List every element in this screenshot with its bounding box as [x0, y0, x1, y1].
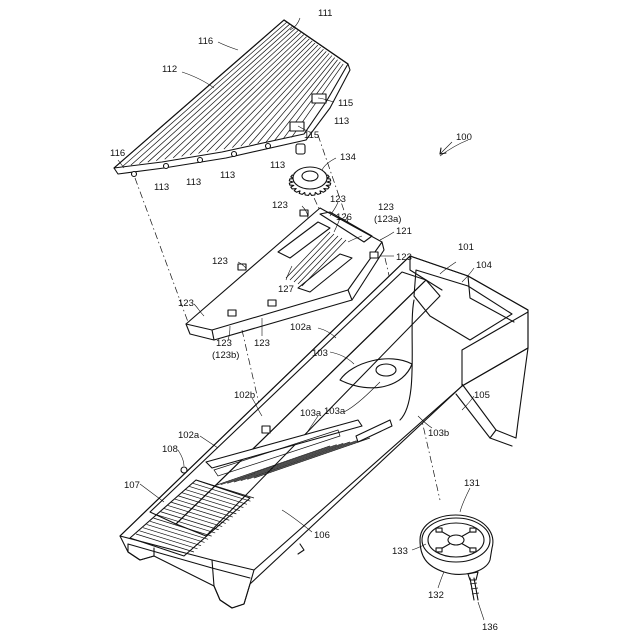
label-134: 134: [340, 152, 356, 163]
label-100: 100: [456, 132, 472, 143]
label-123-7: 123: [254, 338, 270, 349]
label-107: 107: [124, 480, 140, 491]
label-102a-top: 102a: [290, 322, 312, 333]
label-105: 105: [474, 390, 490, 401]
label-123-6: 123: [178, 298, 194, 309]
gear-134: [289, 144, 330, 195]
label-116-top: 116: [198, 36, 213, 47]
label-101: 101: [458, 242, 474, 253]
label-127: 127: [278, 284, 294, 295]
label-103: 103: [312, 348, 328, 359]
label-123-4: 123: [396, 252, 412, 263]
label-121: 121: [396, 226, 412, 237]
top-grate-111: [114, 20, 350, 177]
adjust-knob-131: [420, 515, 493, 600]
label-123-1: 123: [272, 200, 288, 211]
label-113-upper: 113: [334, 116, 349, 127]
label-133: 133: [392, 546, 408, 557]
label-115-lower: 115: [304, 130, 319, 141]
label-103a-2: 103a: [300, 408, 322, 419]
label-113-b3: 113: [220, 170, 235, 181]
reference-arrow-100: [440, 142, 452, 154]
label-123-2: 123: [330, 194, 346, 205]
label-116-left: 116: [110, 148, 125, 159]
label-111: 111: [318, 8, 332, 19]
label-123-5: 123: [212, 256, 228, 267]
label-102b: 102b: [234, 390, 255, 401]
label-106: 106: [314, 530, 330, 541]
label-115-upper: 115: [338, 98, 353, 109]
label-123a: (123a): [374, 214, 401, 225]
label-123-3: 123: [378, 202, 394, 213]
label-113-b1: 113: [154, 182, 169, 193]
label-104: 104: [476, 260, 492, 271]
label-103b: 103b: [428, 428, 449, 439]
label-108: 108: [162, 444, 178, 455]
label-112: 112: [162, 64, 177, 75]
label-102a-bottom: 102a: [178, 430, 200, 441]
label-132: 132: [428, 590, 444, 601]
label-113-b2: 113: [186, 177, 201, 188]
label-126: 126: [336, 212, 352, 223]
label-123b: (123b): [212, 350, 239, 361]
label-113-mid: 113: [270, 160, 285, 171]
label-123-8: 123: [216, 338, 232, 349]
label-136: 136: [482, 622, 498, 633]
label-131: 131: [464, 478, 480, 489]
label-103a-1: 103a: [324, 406, 346, 417]
